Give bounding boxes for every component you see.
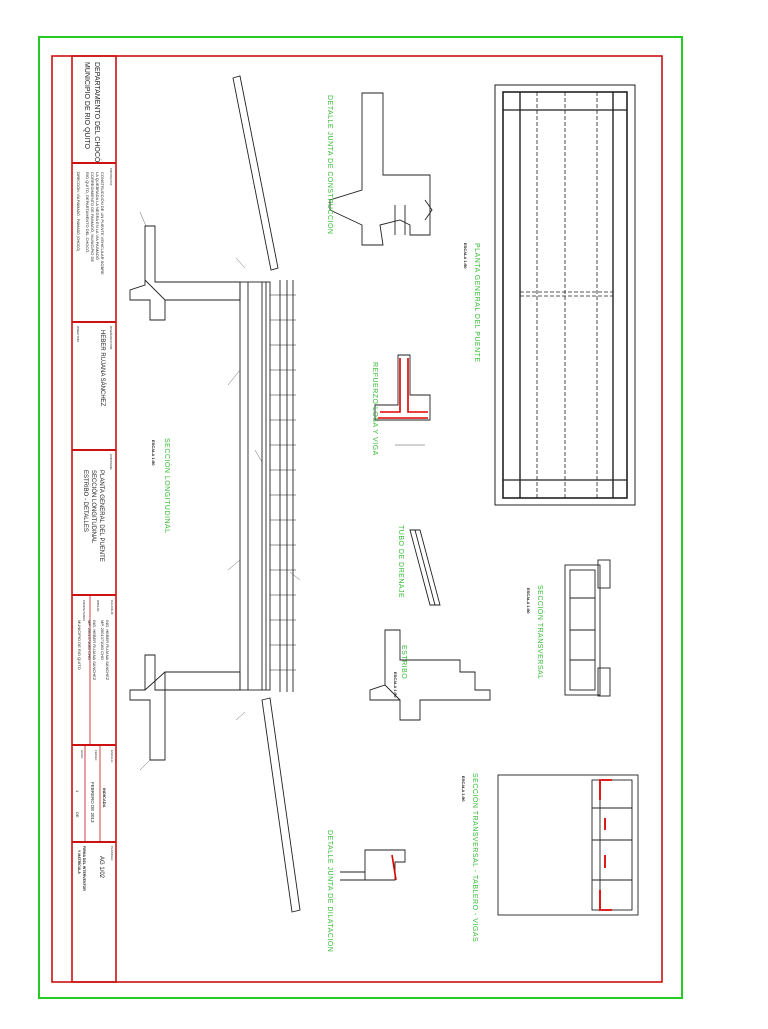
longitudinal-section bbox=[129, 75, 301, 913]
plan-scale: ESCALA 1:50 bbox=[463, 243, 468, 269]
cross-section-2-label: SECCIÓN TRANSVERSAL - TABLERO - VIGAS bbox=[471, 773, 478, 943]
project-line-1: CONSTRUCCIÓN DE UN PUENTE VEHICULAR SOBR… bbox=[100, 172, 105, 275]
date-value: FEBRERO DE 2013 bbox=[90, 782, 95, 823]
content-line-2: SECCIÓN LONGITUDINAL bbox=[90, 470, 96, 544]
expansion-joint-rebar bbox=[391, 854, 397, 881]
project-line-4: RIO QUITO, DEPARTAMENTO DEL CHOCÓ. bbox=[85, 172, 90, 254]
drawn-line-2: MP. 2501371083 CHO bbox=[87, 620, 92, 660]
cross-section-2 bbox=[497, 774, 639, 916]
plan-value: AG 1/02 bbox=[98, 856, 104, 879]
abutment-label: ESTRIBO bbox=[400, 645, 407, 680]
scale-value: INDICADA bbox=[102, 788, 107, 808]
cross-section-1-scale: ESCALA 1:50 bbox=[526, 588, 531, 614]
railing-posts bbox=[270, 294, 296, 671]
content-line-3: ESTRIBO - DETALLES bbox=[82, 470, 88, 532]
plan-label: PLANTA GENERAL DEL PUENTE bbox=[473, 243, 480, 363]
date-label: FECHA: bbox=[94, 750, 98, 762]
project-line-3: CORREGIMIENTO DE PAIMADÓ, MUNICIPIO DE bbox=[90, 172, 95, 263]
sheet-of: DE bbox=[75, 812, 80, 818]
drain-pipe-label: TUBO DE DRENAJE bbox=[397, 525, 404, 599]
calc-line-1: ING. HEBER RUJANA SÁNCHEZ bbox=[105, 620, 110, 681]
expansion-joint-detail bbox=[340, 849, 406, 881]
drawing-border bbox=[51, 55, 663, 983]
cross-section-1-label: SECCIÓN TRANSVERSAL bbox=[536, 585, 543, 680]
project-line-2: LA QUEBRADA LA NEGRA EN LA VÍA PAIMADÓ bbox=[95, 172, 100, 260]
project-address: DIRECCIÓN: VÍA PAIMADÓ - PAIMADÓ (CHOCÓ) bbox=[76, 172, 80, 252]
longitudinal-leaders bbox=[139, 211, 301, 771]
sheet-label: HOJA: bbox=[80, 750, 84, 759]
owner-label: PROPIETARIO: bbox=[82, 600, 86, 622]
content-label: CONTIENE: bbox=[109, 454, 113, 471]
abutment-detail bbox=[369, 629, 491, 721]
owner-text: MUNICIPIO DE RIO QUITO bbox=[77, 620, 82, 670]
longitudinal-label: SECCIÓN LONGITUDINAL bbox=[163, 438, 170, 534]
expansion-joint-label: DETALLE JUNTA DE DILATACIÓN bbox=[326, 830, 333, 953]
scale-label: ESCALA: bbox=[110, 750, 114, 763]
abutment-scale: ESCALA 1:50 bbox=[393, 672, 398, 698]
content-line-1: PLANTA GENERAL DEL PUENTE bbox=[98, 470, 104, 562]
stamp-line-2: Y MATRÍCULA bbox=[77, 850, 81, 874]
drawn-label: DIBUJÓ: bbox=[96, 600, 100, 612]
cross-section-1 bbox=[564, 559, 611, 697]
construction-joint-label: DETALLE JUNTA DE CONSTRUCCIÓN bbox=[326, 95, 333, 235]
director-label: DIRECTOR: bbox=[76, 326, 80, 343]
longitudinal-scale: ESCALA 1:50 bbox=[151, 440, 156, 466]
department-text: DEPARTAMENTO DEL CHOCÓ bbox=[93, 62, 100, 163]
cross-section-2-scale: ESCALA 1:50 bbox=[461, 776, 466, 802]
cross-section-2-rebar bbox=[599, 779, 612, 911]
drawn-line-1: ING. HEBER RUJANA SÁNCHEZ bbox=[92, 620, 97, 681]
reinforcement-label: REFUERZO LOSA Y VIGA bbox=[371, 362, 378, 456]
plan-label: PLANCHA: bbox=[110, 846, 114, 862]
calc-label: CALCULÓ: bbox=[110, 600, 114, 616]
designer-name: HEBER RUJANA SÁNCHEZ bbox=[99, 330, 105, 407]
sheet-value: 1 bbox=[75, 790, 80, 793]
drain-pipe-detail bbox=[409, 529, 441, 606]
project-label: PROYECTO: bbox=[109, 168, 113, 186]
plan-view bbox=[494, 84, 636, 506]
title-block bbox=[71, 55, 117, 983]
calc-line-2: MP. 2501371083 CHO bbox=[100, 620, 105, 660]
municipality-text: MUNICIPIO DE RIO QUITO bbox=[83, 62, 90, 149]
designer-label: DISEÑADO POR: bbox=[109, 326, 113, 350]
sheet-frame bbox=[38, 36, 683, 999]
construction-joint-detail bbox=[329, 92, 433, 246]
reinforcement-detail bbox=[374, 354, 431, 446]
stamp-line-1: FIRMA DEL INTERVENTOR bbox=[82, 846, 86, 891]
